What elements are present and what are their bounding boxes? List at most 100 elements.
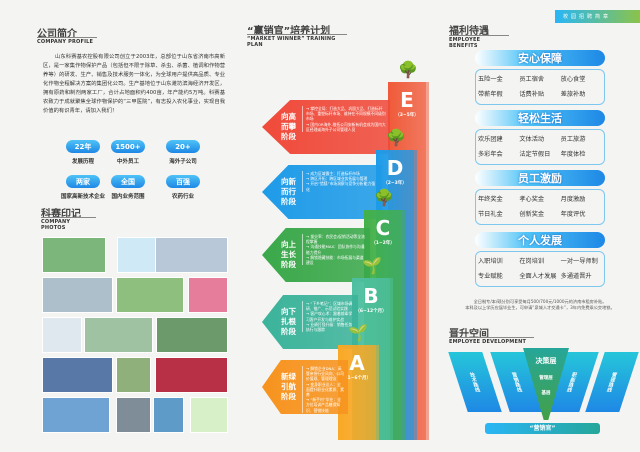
profile-text: 山东科赛基农控股有限公司创立于2003年，总部位于山东省济南市高新区，是一家集作… — [43, 54, 225, 114]
stage-items: → 拔尖率：农民会/促销活动等全流程掌握→ 沟通技能MAX：团队协作与沟通能力提… — [302, 234, 366, 266]
stage-letter: D — [386, 156, 404, 180]
benefit-item: 员工宿舍 — [519, 76, 545, 83]
stage-items: → 解锁企业DNA：高管亲授行业风向、公司价值观、管理理念→ 变身职业达人：全面… — [302, 366, 344, 413]
company-photo — [42, 237, 106, 273]
benefit-box: 欢乐团建文体活动员工旅游多彩年会法定节假日年度体检 — [475, 129, 605, 165]
company-photo — [42, 277, 113, 313]
benefit-item: 月度激励 — [560, 196, 586, 203]
stage-banner: 向新而行阶段→ 成为区域霸主：打造标杆市场→ 跨区开拓：跨区域业务拓展与管理→ … — [262, 165, 382, 219]
stage-period: （6~12个月） — [355, 309, 387, 314]
benefit-item: 全面人才发展 — [519, 272, 557, 280]
stage-items: → “下乡笔记”：区域市场调研、推广、示范试验实践→ 客户攻心术：跟着前辈学习客… — [302, 301, 354, 333]
tree-icon: 🌳 — [386, 128, 406, 147]
benefit-item: 专业赋能 — [478, 272, 503, 280]
benefit-item: 年终奖金 — [478, 196, 503, 203]
tree-icon: 🌱 — [348, 323, 368, 342]
benefit-item: 入职培训 — [478, 258, 503, 265]
benefit-header: 安心保障 — [475, 50, 605, 66]
development-title: 晋升空间 — [449, 329, 489, 340]
benefit-header: 员工激励 — [475, 170, 605, 186]
stage-items: → 成为区域霸主：打造标杆市场→ 跨区开拓：跨区域业务拓展与管理→ 开启“猎狐”… — [302, 171, 378, 192]
stage-name: 新绿引航阶段 — [281, 372, 296, 401]
benefit-item: 多通道晋升 — [560, 272, 592, 280]
stage-item: → 业绩打怪升级：销售任务执行与跟踪 — [306, 321, 353, 333]
benefit-item: 带薪年假 — [478, 90, 503, 98]
stage-banner: 向上生长阶段 → 拔尖率：农民会/促销活动等全流程掌握→ 沟通技能MAX：团队协作… — [262, 228, 370, 282]
stage-item: → 跨区开拓：跨区域业务拓展与管理 — [306, 176, 368, 182]
stage-period: （1~2年） — [371, 241, 395, 246]
stage-item: → 解锁隐藏技能：市场拓展与渠道建设 — [306, 254, 364, 266]
stage-item: → 沟通技能MAX：团队协作与沟通能力提升 — [306, 244, 365, 255]
benefit-item: 年度体检 — [560, 150, 586, 158]
stage-name: 向下扎根阶段 — [281, 307, 296, 336]
benefit-item: 节日礼金 — [478, 210, 503, 218]
stat-label: 国内业务范围 — [111, 194, 145, 200]
stage-period: （2~3年） — [383, 181, 407, 186]
tree-icon: 🌱 — [362, 256, 382, 275]
benefits-title: 福利待遇 — [449, 26, 489, 37]
stat-value: 两家 — [66, 175, 100, 188]
company-photo — [190, 397, 228, 433]
stage-item: → 成为区域霸主：打造标杆市场 — [306, 171, 360, 176]
note-line: 全日制专/本/硕分别可享受每月500/700元/1000元的济南市租房补贴。 — [473, 299, 607, 304]
company-photo — [42, 317, 82, 353]
benefit-item: 文体活动 — [519, 136, 545, 143]
benefit-item: 孝心奖金 — [519, 196, 545, 203]
company-photo — [155, 357, 228, 393]
stage-banner: 向高而攀阶段 → 掌控全局：打造大品、巩固大品、打造标杆市场、重塑标杆市场、维持在… — [262, 100, 390, 154]
stat-label: 农药行业 — [171, 194, 194, 200]
company-photo — [156, 317, 228, 353]
photos-title: 科赛印记 — [41, 209, 81, 220]
benefit-item: 员工旅游 — [560, 136, 586, 143]
stat-label: 国家高新技术企业 — [60, 194, 105, 200]
stage-period: （1~6个月） — [342, 376, 372, 381]
stage-letter: B — [363, 284, 379, 308]
level-label: 管理层 — [539, 376, 553, 381]
benefit-box: 入职培训在岗培训一对一导师制专业赋能全面人才发展多通道晋升 — [475, 251, 605, 287]
stat-label: 中外员工 — [116, 159, 139, 165]
track-label: 管理路线 — [605, 372, 618, 392]
benefit-header: 轻松生活 — [475, 110, 605, 126]
stage-item: → 国内OR海外-推拓公司安新有机会成为国内大区经理或海外子公司管理人员 — [306, 121, 386, 132]
benefit-item: 五险一金 — [478, 76, 503, 83]
company-photo — [117, 237, 161, 273]
stage-item: → “下乡笔记”：区域市场调研、推广、示范试验实践 — [306, 301, 353, 312]
photos-subtitle: COMPANY PHOTOS — [41, 217, 96, 231]
stage-item: → 拔尖率：农民会/促销活动等全流程掌握 — [306, 234, 365, 245]
level-label: 基层 — [541, 391, 551, 396]
stat-value: 全国 — [111, 175, 145, 188]
stage-banner: 向下扎根阶段 → “下乡笔记”：区域市场调研、推广、示范试验实践→ 客户攻心术：跟… — [262, 295, 358, 349]
stage-name: 向高而攀阶段 — [281, 112, 296, 141]
benefit-item: 话费补贴 — [519, 90, 545, 98]
stage-item: → 解锁企业DNA：高管亲授行业风向、公司价值观、管理理念 — [306, 366, 344, 382]
stage-item: → 掌控全局：打造大品、巩固大品、打造标杆市场、重塑标杆市场、维持在不同规模不同… — [306, 106, 386, 122]
stat-label: 海外子公司 — [169, 159, 197, 165]
stage-name: 向上生长阶段 — [281, 240, 296, 269]
stage-item: → “新手村”毕业：全方位培训产品植保知识、营销技能 — [306, 397, 341, 413]
benefit-item: 在岗培训 — [519, 258, 545, 265]
tree-icon: 🌳 — [398, 60, 418, 79]
company-photo — [116, 277, 184, 313]
benefit-item: 欢乐团建 — [478, 136, 503, 143]
company-photo — [42, 397, 110, 433]
company-photo — [42, 357, 113, 393]
stage-items: → 掌控全局：打造大品、巩固大品、打造标杆市场、重塑标杆市场、维持在不同规模不同… — [302, 106, 386, 133]
benefit-box: 五险一金员工宿舍放心食堂带薪年假话费补贴差旅补助 — [475, 69, 605, 105]
company-photo — [155, 237, 228, 273]
stage-banner: 新绿引航阶段 → 解锁企业DNA：高管亲授行业风向、公司价值观、管理理念→ 变身职… — [262, 360, 348, 414]
benefit-item: 法定节假日 — [519, 150, 551, 158]
stage-item: → 开启“猎狐”市场洞察与竞争分析能力强化 — [306, 181, 376, 192]
benefits-subtitle: EMPLOYEE BENEFITS — [449, 35, 509, 49]
development-subtitle: EMPLOYEE DEVELOPMENT — [449, 337, 534, 345]
stage-item: → 客户攻心术：跟着前辈学习客户开发与维护实战 — [306, 311, 353, 322]
company-photo — [153, 397, 184, 433]
note-line: 本科及以上学历应届毕业生，可申请“泉城人才交通卡”，3年内免费乘公交地铁。 — [465, 305, 615, 310]
stat-label: 发展历程 — [71, 159, 94, 165]
recruitment-tag: 校园招聘简章 — [555, 10, 640, 23]
stage-item: → 变身职业达人：全面提升职业化素质、素养 — [306, 381, 344, 398]
company-photo — [84, 317, 153, 353]
company-photo — [116, 357, 151, 393]
stage-letter: E — [400, 88, 414, 112]
stat-value: 百强 — [166, 175, 200, 188]
plan-subtitle: “MARKET WINNER” TRAINING PLAN — [247, 34, 347, 48]
